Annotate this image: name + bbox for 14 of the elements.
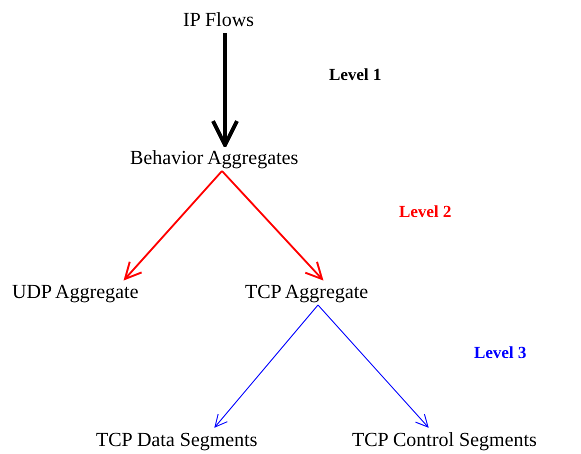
level-label: Level 3 [474,343,526,363]
node-label: UDP Aggregate [12,281,138,303]
arrow [318,304,428,428]
node-label: TCP Control Segments [352,429,537,451]
arrow [214,304,318,428]
level-label: Level 1 [329,65,382,85]
arrow [211,33,239,147]
arrow [221,170,323,280]
node-label: TCP Data Segments [96,429,258,451]
node-label: TCP Aggregate [245,281,368,303]
level-label: Level 2 [399,202,452,222]
node-label: IP Flows [183,9,254,31]
node-label: Behavior Aggregates [130,147,298,169]
arrow [124,170,223,280]
